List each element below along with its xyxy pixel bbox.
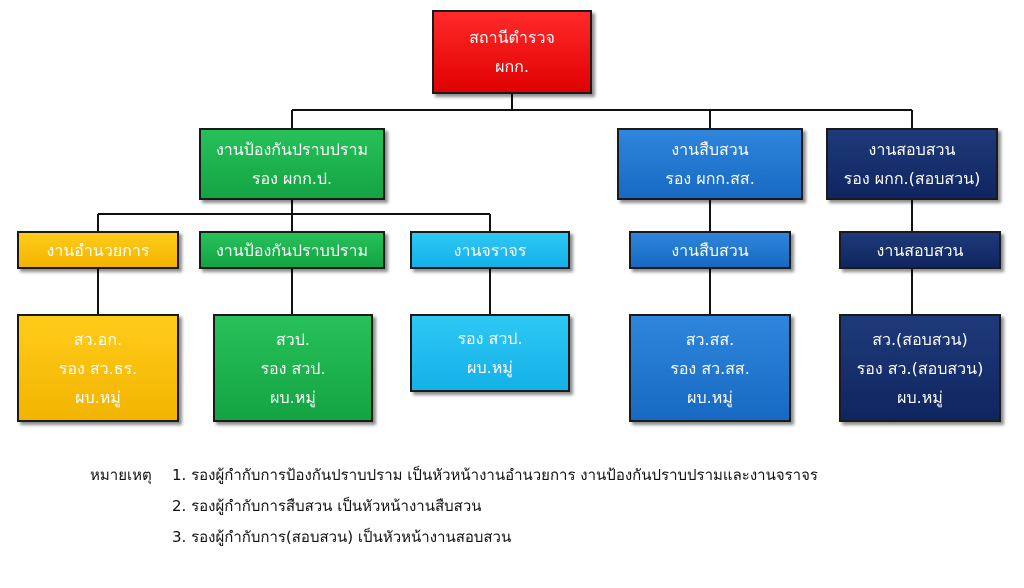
node-title: งานสืบสวน [671,140,749,159]
note-indent [90,522,172,553]
node-title: งานป้องกันปราบปราม [215,240,369,260]
node-subtitle: ผกก. [495,57,529,76]
node-line: รอง สวป. [457,329,523,348]
notes-section: หมายเหตุ 1. รองผู้กำกับการป้องกันปราบปรา… [90,460,818,553]
traffic-staff-node: รอง สวป. ผบ.หมู่ [410,314,570,392]
node-title: งานสอบสวน [868,140,956,159]
node-line: รอง สว.(สอบสวน) [856,358,984,378]
note-indent [90,491,172,522]
prevention-node: งานป้องกันปราบปราม รอง ผกก.ป. [199,128,385,200]
note-row: 2. รองผู้กำกับการสืบสวน เป็นหัวหน้างานสื… [90,491,818,522]
node-line: สว.สส. [685,329,735,349]
notes-label: หมายเหตุ [90,466,152,484]
node-title: งานจราจร [453,240,527,260]
node-line: ผบ.หมู่ [897,387,943,407]
node-line: สวป. [276,329,310,349]
node-title: งานสืบสวน [671,240,749,260]
node-line: ผบ.หมู่ [467,358,513,377]
admin-unit-node: งานอำนวยการ [17,231,179,269]
node-title: งานอำนวยการ [46,240,150,260]
inquiry-staff-node: สว.(สอบสวน) รอง สว.(สอบสวน) ผบ.หมู่ [839,314,1001,422]
node-line: รอง สว.สส. [670,358,750,378]
note-item: 2. รองผู้กำกับการสืบสวน เป็นหัวหน้างานสื… [172,497,482,515]
note-item: 3. รองผู้กำกับการ(สอบสวน) เป็นหัวหน้างาน… [172,528,512,546]
node-subtitle: รอง ผกก.สส. [665,169,755,188]
note-row: 3. รองผู้กำกับการ(สอบสวน) เป็นหัวหน้างาน… [90,522,818,553]
node-line: รอง สวป. [260,358,326,378]
node-line: รอง สว.ธร. [58,358,138,378]
node-line: ผบ.หมู่ [687,387,733,407]
admin-staff-node: สว.อก. รอง สว.ธร. ผบ.หมู่ [17,314,179,422]
inquiry-node: งานสอบสวน รอง ผกก.(สอบสวน) [826,128,998,200]
prevention-staff-node: สวป. รอง สวป. ผบ.หมู่ [213,314,373,422]
traffic-unit-node: งานจราจร [410,231,570,269]
node-title: งานป้องกันปราบปราม [215,140,369,159]
note-row: หมายเหตุ 1. รองผู้กำกับการป้องกันปราบปรา… [90,460,818,491]
investigation-staff-node: สว.สส. รอง สว.สส. ผบ.หมู่ [629,314,791,422]
prevention-unit-node: งานป้องกันปราบปราม [199,231,385,269]
inquiry-unit-node: งานสอบสวน [839,231,1001,269]
node-line: ผบ.หมู่ [75,387,121,407]
node-line: สว.(สอบสวน) [872,329,968,349]
investigation-unit-node: งานสืบสวน [629,231,791,269]
node-line: สว.อก. [73,329,123,349]
note-item: 1. รองผู้กำกับการป้องกันปราบปราม เป็นหัว… [172,466,818,484]
investigation-node: งานสืบสวน รอง ผกก.สส. [617,128,803,200]
node-line: ผบ.หมู่ [270,387,316,407]
police-station-node: สถานีตำรวจ ผกก. [432,10,592,94]
node-subtitle: รอง ผกก.(สอบสวน) [843,169,981,188]
node-title: สถานีตำรวจ [469,28,555,47]
node-title: งานสอบสวน [876,240,964,260]
node-subtitle: รอง ผกก.ป. [251,169,333,188]
